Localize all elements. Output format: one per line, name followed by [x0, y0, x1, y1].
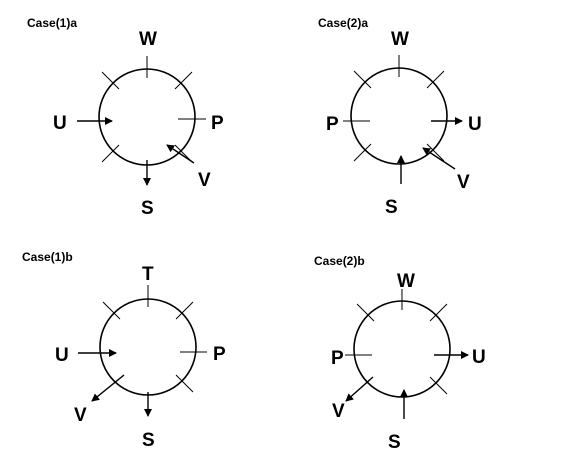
panel-case-2a: Case(2)a W P U S V	[318, 16, 482, 218]
label-top: T	[142, 264, 154, 285]
label-bottom: S	[388, 432, 401, 453]
panel-case-1a: Case(1)a W U P S V	[27, 16, 224, 219]
label-right: U	[468, 114, 482, 135]
label-top: W	[139, 29, 157, 50]
arrow-diag-out	[91, 374, 125, 402]
label-bottom: S	[385, 197, 398, 218]
label-right: P	[213, 344, 226, 365]
label-right: U	[472, 347, 486, 368]
label-top: W	[397, 271, 415, 292]
label-right: P	[211, 113, 224, 134]
arrow-diag-in	[422, 147, 456, 170]
panel-caption: Case(1)a	[27, 16, 77, 30]
panel-caption: Case(2)b	[314, 254, 365, 268]
label-top: W	[391, 29, 409, 50]
label-diag: V	[332, 401, 345, 422]
panel-caption: Case(2)a	[318, 16, 368, 30]
label-bottom: S	[142, 430, 155, 451]
arrow-diag-in	[166, 144, 195, 164]
label-bottom: S	[141, 198, 154, 219]
seat-ticks	[101, 56, 206, 163]
panel-case-1b: Case(1)b T U P S V	[22, 250, 226, 451]
seat-ticks	[345, 289, 448, 395]
seat-ticks	[102, 285, 207, 393]
label-left: P	[326, 114, 339, 135]
panel-case-2b: Case(2)b W P U S V	[314, 254, 486, 453]
panel-caption: Case(1)b	[22, 250, 73, 264]
label-left: U	[55, 345, 69, 366]
label-diag: V	[198, 170, 211, 191]
arrow-diag-out	[345, 376, 374, 402]
label-diag: V	[74, 405, 87, 426]
seat-ticks	[343, 55, 445, 162]
label-diag: V	[457, 172, 470, 193]
label-left: U	[53, 113, 67, 134]
label-left: P	[331, 348, 344, 369]
